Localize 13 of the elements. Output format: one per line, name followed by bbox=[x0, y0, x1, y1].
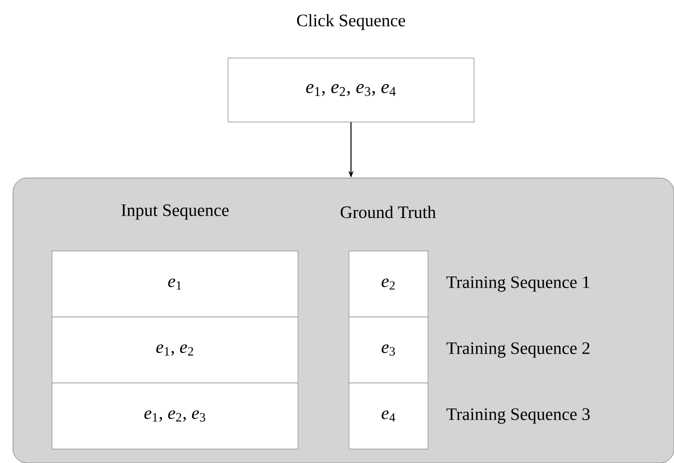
column-heading: Input Sequence bbox=[121, 204, 229, 220]
row-label: Training Sequence 3 bbox=[446, 408, 590, 424]
sequence-box: e$_{1}$, e$_{2}$, e$_{3}$, e$_{4}$ bbox=[228, 58, 474, 122]
sequence-box: e$_{2}$ bbox=[348, 250, 428, 318]
row-label: Training Sequence 1 bbox=[446, 276, 590, 292]
sequence-box: e$_{1}$ bbox=[52, 250, 298, 318]
sequence-box: e$_{1}$, e$_{2}$, e$_{3}$ bbox=[52, 382, 298, 450]
sequence-box: e$_{3}$ bbox=[348, 316, 428, 384]
sequence-box: e$_{4}$ bbox=[348, 382, 428, 450]
row-label: Training Sequence 2 bbox=[446, 342, 590, 358]
column-heading: Ground Truth bbox=[340, 206, 436, 218]
heading: Click Sequence bbox=[297, 14, 406, 30]
sequence-box: e$_{1}$, e$_{2}$ bbox=[52, 316, 298, 384]
